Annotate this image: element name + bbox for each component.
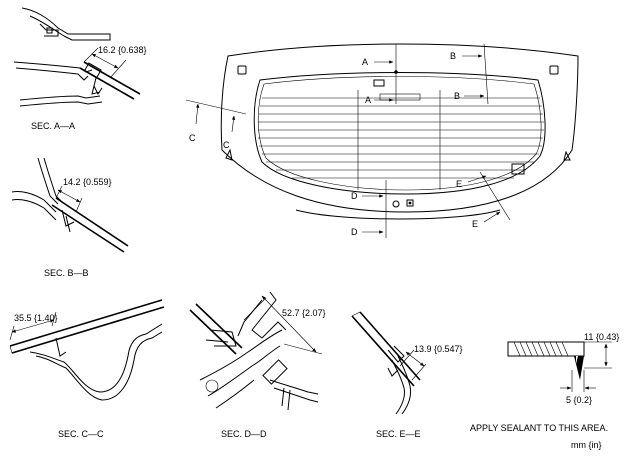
section-cut-c [185,99,247,133]
section-cut-a [374,44,398,104]
section-d-d-detail [189,291,323,411]
sec-b-caption: SEC. B—B [44,268,89,278]
section-cut-d [362,180,387,238]
sealant-note: APPLY SEALANT TO THIS AREA. [470,423,608,433]
sec-d-caption: SEC. D—D [221,429,267,439]
sec-e-caption: SEC. E—E [376,429,421,439]
marker-d-bottom: D [351,227,358,237]
sec-a-dimension: 16.2 {0.638} [98,45,147,55]
sec-e-dimension: 13.9 {0.547} [414,344,463,354]
section-e-e-detail [351,311,427,415]
section-a-a-detail [13,7,141,107]
marker-c-left: C [189,133,196,143]
section-cut-e [467,171,511,223]
sec-a-caption: SEC. A—A [31,121,75,131]
sec-c-dimension: 35.5 {1.40} [14,313,58,323]
sec-d-dimension: 52.7 {2.07} [282,308,326,318]
marker-b-bottom: B [454,91,460,101]
section-b-b-detail [11,157,129,253]
defogger-grid [258,90,544,190]
marker-e-top: E [456,179,462,189]
marker-d-top: D [351,191,358,201]
legend-width-dimension: 5 {0.2} [566,395,592,405]
marker-c-right: C [223,140,230,150]
sec-c-caption: SEC. C—C [58,429,104,439]
marker-a-bottom: A [365,95,371,105]
sealant-legend-symbol [507,341,612,392]
sec-b-dimension: 14.2 {0.559} [63,177,112,187]
marker-e-bottom: E [472,219,478,229]
marker-b-top: B [450,51,456,61]
unit-label: mm {in} [571,440,602,450]
section-c-c-detail [9,299,165,401]
legend-height-dimension: 11 {0.43} [584,332,619,342]
marker-a-top: A [362,57,368,67]
rear-window-glass [220,43,579,220]
section-cut-b [462,43,489,105]
